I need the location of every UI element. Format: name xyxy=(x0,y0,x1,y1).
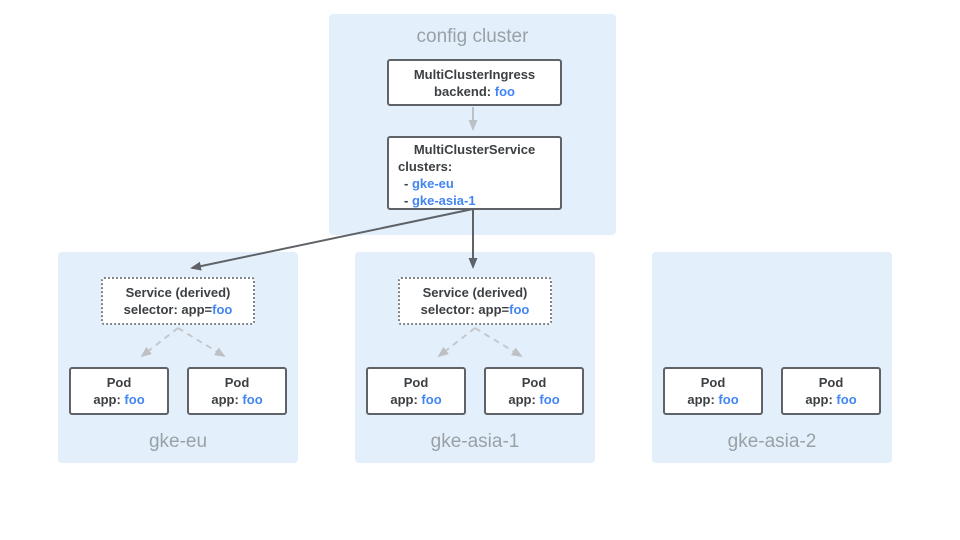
service-selector-line: selector: app=foo xyxy=(103,301,253,318)
pod-box: Pod app: foo xyxy=(663,367,763,415)
pod-title: Pod xyxy=(818,375,844,390)
pod-app-label: app: xyxy=(508,392,540,407)
cluster-panel-gke-asia-2: Pod app: foo Pod app: foo gke-asia-2 xyxy=(652,252,892,463)
pod-box: Pod app: foo xyxy=(366,367,466,415)
pod-box: Pod app: foo xyxy=(781,367,881,415)
pod-app-value: foo xyxy=(836,392,857,407)
service-selector-value: foo xyxy=(212,302,233,317)
service-selector-value: foo xyxy=(509,302,530,317)
pod-app-label: app: xyxy=(211,392,243,407)
config-cluster-panel: config cluster MultiClusterIngress backe… xyxy=(329,14,616,235)
mcs-item-name: gke-asia-1 xyxy=(411,193,476,208)
pod-box: Pod app: foo xyxy=(187,367,287,415)
pod-app-line: app: foo xyxy=(71,391,167,408)
pod-title: Pod xyxy=(521,375,547,390)
pod-app-value: foo xyxy=(242,392,263,407)
service-selector-label: selector: app= xyxy=(420,302,510,317)
pod-app-value: foo xyxy=(124,392,145,407)
derived-service-box: Service (derived) selector: app=foo xyxy=(398,277,552,325)
mci-backend-line: backend: foo xyxy=(389,83,560,100)
pod-app-line: app: foo xyxy=(783,391,879,408)
pod-app-label: app: xyxy=(805,392,837,407)
pod-app-value: foo xyxy=(539,392,560,407)
pod-app-value: foo xyxy=(718,392,739,407)
cluster-label-gke-eu: gke-eu xyxy=(148,431,208,452)
multiclusterservice-box: MultiClusterService clusters: - gke-eu -… xyxy=(387,136,562,210)
pod-box: Pod app: foo xyxy=(484,367,584,415)
cluster-panel-gke-asia-1: Service (derived) selector: app=foo Pod … xyxy=(355,252,595,463)
pod-app-line: app: foo xyxy=(368,391,464,408)
pods-row: Pod app: foo Pod app: foo xyxy=(355,367,595,415)
pod-app-label: app: xyxy=(93,392,125,407)
cluster-label-gke-asia-2: gke-asia-2 xyxy=(727,431,817,452)
pods-row: Pod app: foo Pod app: foo xyxy=(652,367,892,415)
mcs-item-bullet: - xyxy=(404,176,412,191)
pod-app-value: foo xyxy=(421,392,442,407)
pod-title: Pod xyxy=(106,375,132,390)
mci-backend-value: foo xyxy=(494,83,515,99)
mcs-title: MultiClusterService xyxy=(413,142,536,157)
pods-row: Pod app: foo Pod app: foo xyxy=(58,367,298,415)
pod-title: Pod xyxy=(224,375,250,390)
pod-box: Pod app: foo xyxy=(69,367,169,415)
multiclusteringress-box: MultiClusterIngress backend: foo xyxy=(387,59,562,106)
service-title: Service (derived) xyxy=(125,285,231,300)
pod-title: Pod xyxy=(403,375,429,390)
mcs-cluster-item: - gke-eu xyxy=(389,175,560,192)
pod-app-label: app: xyxy=(687,392,719,407)
derived-service-box: Service (derived) selector: app=foo xyxy=(101,277,255,325)
mcs-item-name: gke-eu xyxy=(411,176,454,191)
pod-app-label: app: xyxy=(390,392,422,407)
config-cluster-label: config cluster xyxy=(416,26,529,47)
cluster-label-gke-asia-1: gke-asia-1 xyxy=(430,431,520,452)
mcs-item-bullet: - xyxy=(404,193,412,208)
service-selector-label: selector: app= xyxy=(123,302,213,317)
mcs-clusters-label: clusters: xyxy=(398,159,453,174)
pod-app-line: app: foo xyxy=(665,391,761,408)
pod-app-line: app: foo xyxy=(486,391,582,408)
pod-title: Pod xyxy=(700,375,726,390)
cluster-panel-gke-eu: Service (derived) selector: app=foo Pod … xyxy=(58,252,298,463)
pod-app-line: app: foo xyxy=(189,391,285,408)
service-selector-line: selector: app=foo xyxy=(400,301,550,318)
mci-backend-label: backend: xyxy=(434,83,495,99)
mci-title: MultiClusterIngress xyxy=(413,66,536,82)
service-title: Service (derived) xyxy=(422,285,528,300)
mcs-cluster-item: - gke-asia-1 xyxy=(389,192,560,209)
